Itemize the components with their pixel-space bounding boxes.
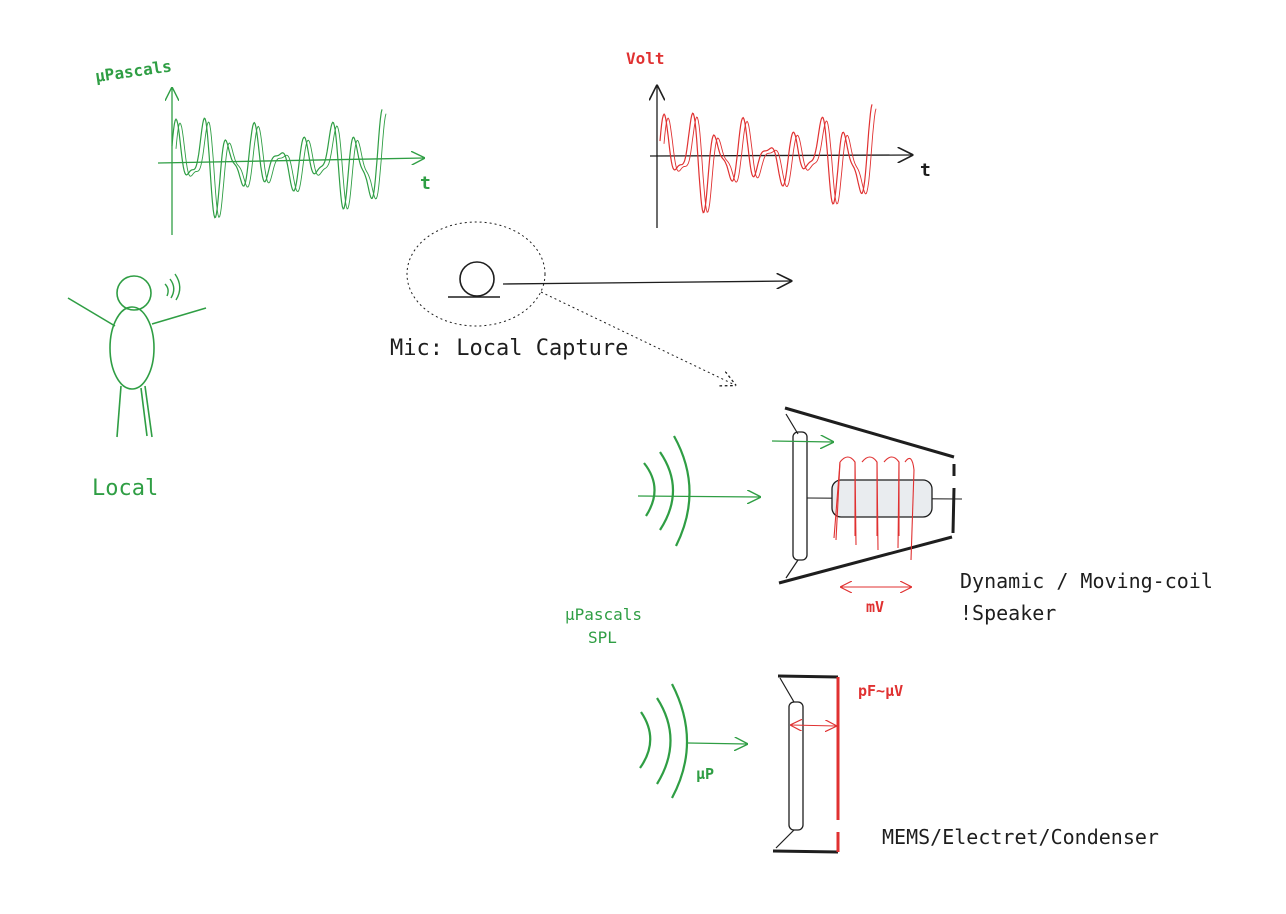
pressure-waveform (171, 109, 383, 219)
mic-capture: Mic: Local Capture (390, 221, 791, 385)
diaphragm-suspension-bottom (785, 559, 799, 579)
condenser-mic-label: MEMS/Electret/Condenser (882, 825, 1159, 849)
dynamic-mic-upper-arrow (771, 441, 833, 442)
diaphragm-suspension-top (785, 413, 799, 435)
voltage-waveform-trace (663, 108, 877, 213)
pressure-short-label: µP (696, 765, 714, 783)
dynamic-mic: mV Dynamic / Moving-coil !Speaker (771, 406, 1213, 625)
capacitance-label: pF~µV (858, 682, 903, 700)
pressure-graph-y-label: µPascals (94, 56, 173, 86)
dynamic-mic-sound-waves (643, 435, 691, 547)
person-figure (67, 273, 207, 438)
mic-zoom-arrow (540, 291, 735, 385)
condenser-frame-bottom (772, 849, 839, 854)
condenser-diaphragm (788, 701, 804, 831)
dynamic-mic-label-line1: Dynamic / Moving-coil (960, 569, 1213, 593)
sound-waves-icon (164, 273, 181, 301)
dynamic-mic-housing-bottom (778, 535, 953, 585)
pressure-graph-x-label: t (420, 173, 431, 194)
pressure-graph-x-axis (157, 158, 424, 163)
mic-label: Mic: Local Capture (390, 336, 628, 361)
coil-voltage-label: mV (866, 598, 884, 616)
person-left-leg (116, 385, 122, 438)
person-right-leg (144, 385, 153, 438)
voltage-graph-y-label: Volt (626, 49, 665, 68)
condenser-mic-input-arrow (687, 743, 747, 744)
voltage-graph-x-axis (649, 155, 912, 156)
condenser-mic: pF~µV MEMS/Electret/Condenser (772, 674, 1159, 854)
dynamic-mic-diaphragm (792, 431, 808, 561)
mic-icon (459, 261, 495, 297)
spl-label-line1: µPascals (565, 605, 642, 624)
person-right-leg-line (140, 387, 148, 437)
dynamic-mic-label-line2: !Speaker (960, 601, 1056, 625)
capacitance-gap-arrow (791, 725, 836, 726)
mic-signal-arrow (502, 281, 791, 284)
person-left-arm (67, 297, 116, 327)
dynamic-mic-input-arrow (637, 496, 760, 497)
person-head (116, 275, 152, 311)
mic-highlight-circle (406, 221, 546, 327)
person-body (109, 306, 155, 390)
moving-coil (833, 456, 915, 561)
voltage-waveform (659, 104, 873, 214)
voltage-graph: Volt t (626, 49, 931, 228)
condenser-mic-sound-waves (639, 683, 689, 799)
person-right-arm (151, 307, 207, 325)
dynamic-mic-housing-top (784, 406, 955, 459)
pressure-graph: µPascals t (94, 56, 431, 235)
voltage-graph-x-label: t (920, 160, 931, 181)
pressure-waveform-trace (175, 113, 387, 218)
condenser-suspension-top (779, 677, 795, 703)
spl-label-line2: SPL (588, 628, 617, 647)
condenser-frame-top (777, 674, 839, 679)
person-label: Local (92, 476, 158, 501)
condenser-suspension-bottom (775, 829, 795, 849)
dynamic-mic-housing-back (951, 464, 956, 534)
magnet-core (831, 479, 933, 518)
